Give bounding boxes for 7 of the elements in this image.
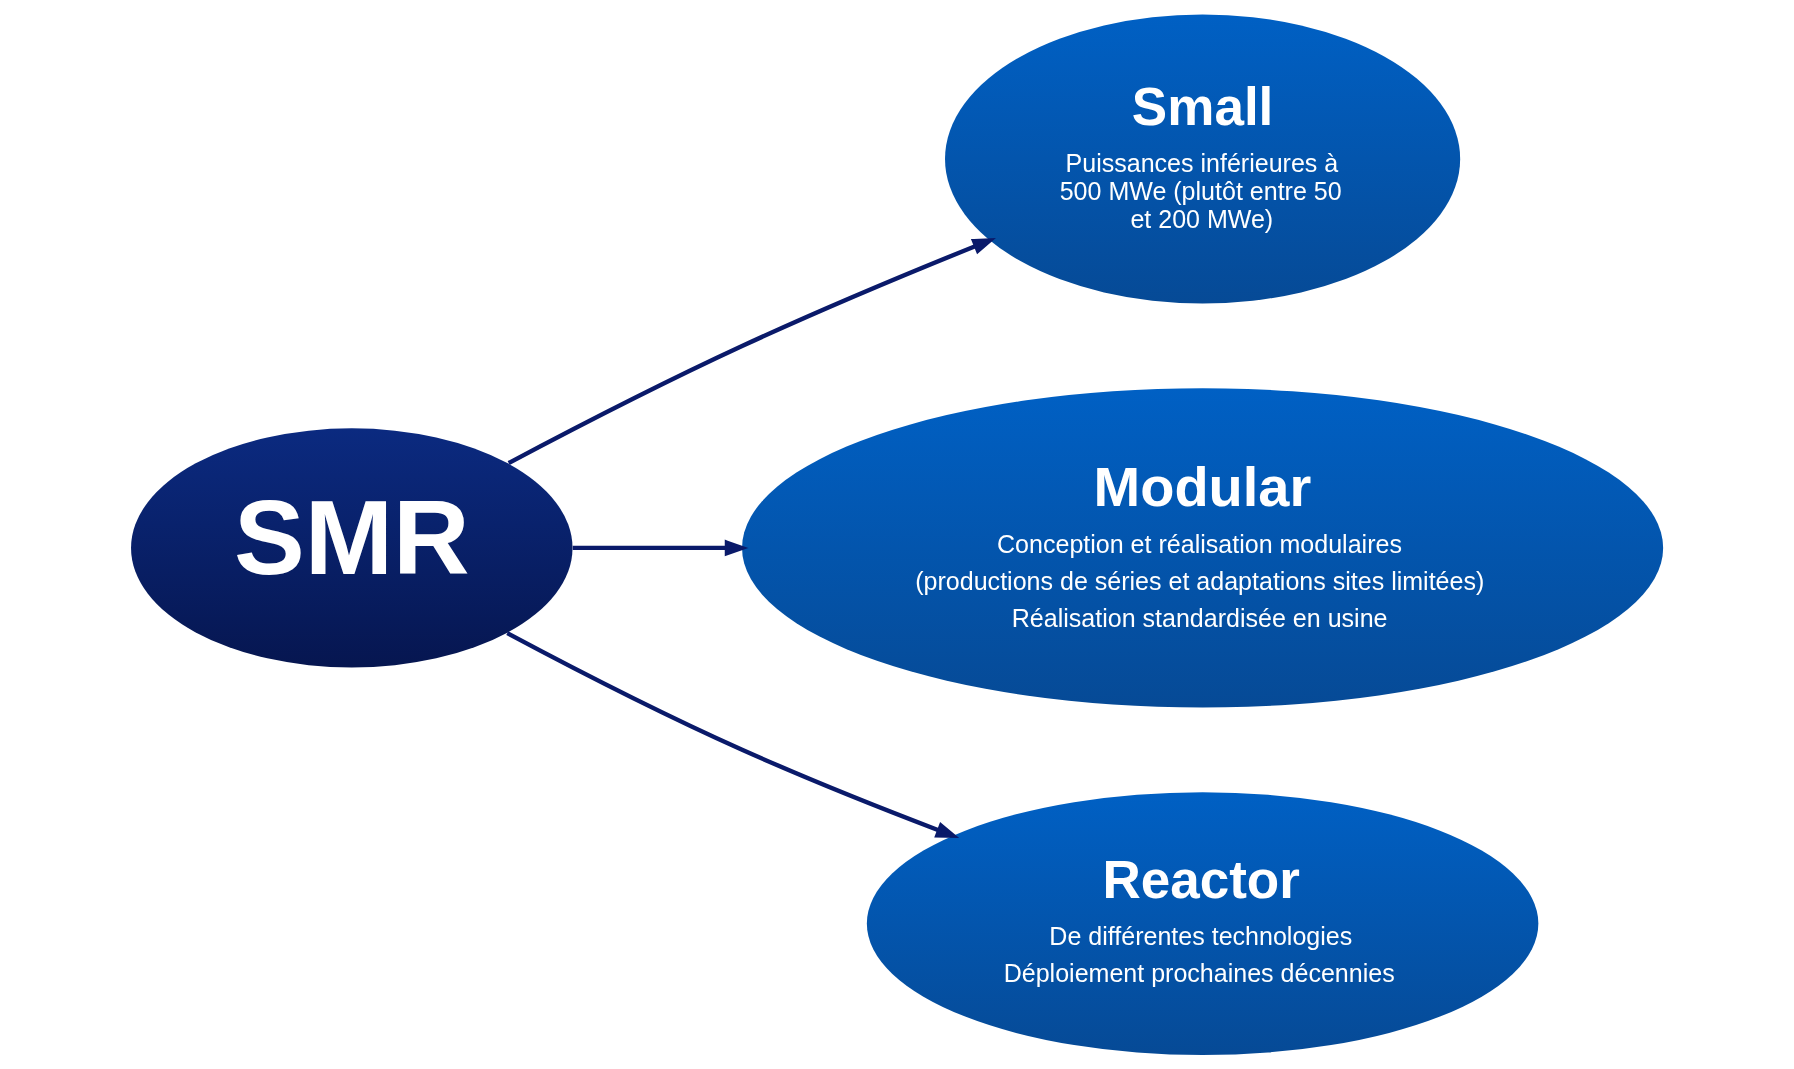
- node-ellipse: SMR: [131, 428, 573, 668]
- arrow: [506, 631, 960, 839]
- node-ellipse: Small Puissances inférieures à 500 MWe (plutôt entre 50 et 200 MWe): [945, 14, 1461, 304]
- arrow: [572, 539, 749, 557]
- node-ellipse: Reactor De différentes technologies Déploiement prochaines décennies: [866, 792, 1539, 1056]
- arrow: [507, 237, 996, 466]
- node-ellipse: Modular Conception et réalisation modulaires (productions de séries et adaptations sites limitées) Réalisation standardisée en usine: [742, 388, 1664, 708]
